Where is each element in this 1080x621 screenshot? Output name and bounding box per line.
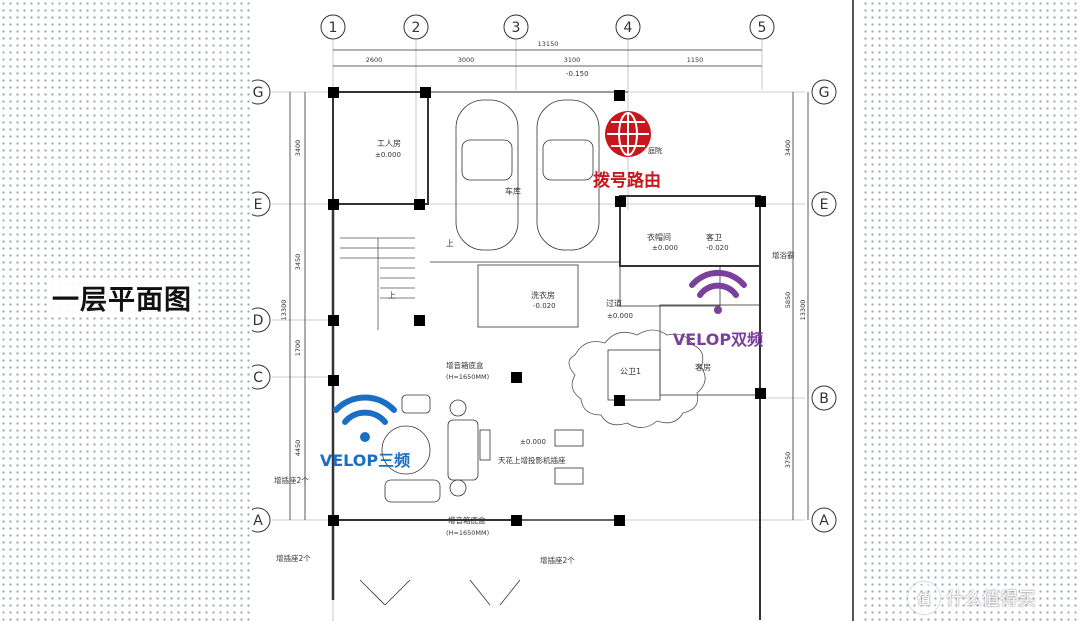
room-guest: 客房 <box>695 362 711 372</box>
note-socket-left: 增插座2个 <box>274 475 309 485</box>
room-worker-level: ±0.000 <box>375 151 401 159</box>
router-label: 拨号路由 <box>593 170 661 191</box>
grid-row-left-c: C <box>253 370 263 386</box>
room-closet-level: ±0.000 <box>652 244 678 252</box>
grid-row-left-g: G <box>253 85 264 101</box>
dim-right-seg-2: 5850 <box>784 292 792 309</box>
grid-row-left-d: D <box>253 313 264 329</box>
room-living-level: ±0.000 <box>520 438 546 446</box>
wifi-icon <box>689 269 747 314</box>
note-projector: 天花上增投影机插座 <box>498 455 566 465</box>
room-garage: 车库 <box>505 186 521 196</box>
dotted-background-right <box>862 0 1080 621</box>
floor-plan-drawing: 1 2 3 4 5 G E D C A G E B A 13150 2600 3… <box>252 14 837 621</box>
note-speaker-1: 增音箱底盒 <box>446 360 484 370</box>
grid-col-1: 1 <box>329 20 338 36</box>
room-laundry-level: -0.020 <box>533 302 556 310</box>
stair-up-2: 上 <box>388 291 396 300</box>
note-socket-bottom-right: 增插座2个 <box>540 555 575 565</box>
dim-right-total: 13300 <box>799 300 807 321</box>
room-corridor-level: ±0.000 <box>607 312 633 320</box>
room-public-bath: 公卫1 <box>620 367 641 376</box>
room-laundry: 洗衣房 <box>531 290 555 300</box>
dim-top-seg-3: 3100 <box>564 56 581 64</box>
grid-row-right-g: G <box>819 85 830 101</box>
dim-left-total: 13300 <box>280 300 288 321</box>
dim-left-seg-2: 3450 <box>294 254 302 271</box>
velop-dual-label: VELOP双频 <box>673 330 763 349</box>
globe-icon <box>605 111 651 157</box>
grid-row-right-a: A <box>819 513 829 529</box>
wifi-icon <box>333 394 397 442</box>
velop-tri-label: VELOP三频 <box>320 451 410 470</box>
room-garage-level: -0.150 <box>566 70 589 78</box>
room-closet: 衣帽间 <box>647 232 671 242</box>
dim-left-seg-1: 3400 <box>294 140 302 157</box>
room-guest-bath-level: -0.020 <box>706 244 729 252</box>
grid-col-4: 4 <box>624 20 633 36</box>
room-guest-bath: 客卫 <box>706 232 722 242</box>
dim-left-seg-4: 4450 <box>294 440 302 457</box>
room-corridor: 过道 <box>606 298 622 308</box>
panel-divider <box>852 0 854 621</box>
note-socket-bottom-left: 增插座2个 <box>276 553 311 563</box>
note-speaker-2: 增音箱底盒 <box>448 515 486 525</box>
room-worker: 工人房 <box>377 138 401 148</box>
stair-up-1: 上 <box>446 239 454 248</box>
floor-plan-panel: 1 2 3 4 5 G E D C A G E B A 13150 2600 3… <box>252 0 852 621</box>
grid-col-2: 2 <box>412 20 421 36</box>
dim-right-seg-3: 3750 <box>784 452 792 469</box>
dim-top-total: 13150 <box>538 40 559 48</box>
grid-col-3: 3 <box>512 20 521 36</box>
dim-top-seg-2: 3000 <box>458 56 475 64</box>
grid-col-5: 5 <box>758 20 767 36</box>
watermark: 值 什么值得买 <box>908 582 1036 614</box>
dim-top-seg-4: 1150 <box>687 56 704 64</box>
watermark-logo-icon: 值 <box>908 582 940 614</box>
grid-column-bubbles: 1 2 3 4 5 <box>320 14 775 40</box>
note-speaker-2-h: (H=1650MM) <box>446 529 489 537</box>
note-add-cabinet: 增浴霸 <box>772 250 795 260</box>
watermark-text: 什么值得买 <box>946 589 1036 610</box>
dim-right-seg-1: 3400 <box>784 140 792 157</box>
grid-row-bubbles-right: G E B A <box>811 79 837 533</box>
grid-row-right-b: B <box>819 391 829 407</box>
page-title: 一层平面图 <box>50 278 194 317</box>
note-speaker-1-h: (H=1650MM) <box>446 373 489 381</box>
dim-top-seg-1: 2600 <box>366 56 383 64</box>
grid-row-left-e: E <box>254 197 263 213</box>
room-courtyard: 庭院 <box>648 146 662 155</box>
grid-row-bubbles-left: G E D C A <box>252 79 271 533</box>
grid-row-right-e: E <box>820 197 829 213</box>
dim-left-seg-3: 1700 <box>294 340 302 357</box>
grid-row-left-a: A <box>253 513 263 529</box>
